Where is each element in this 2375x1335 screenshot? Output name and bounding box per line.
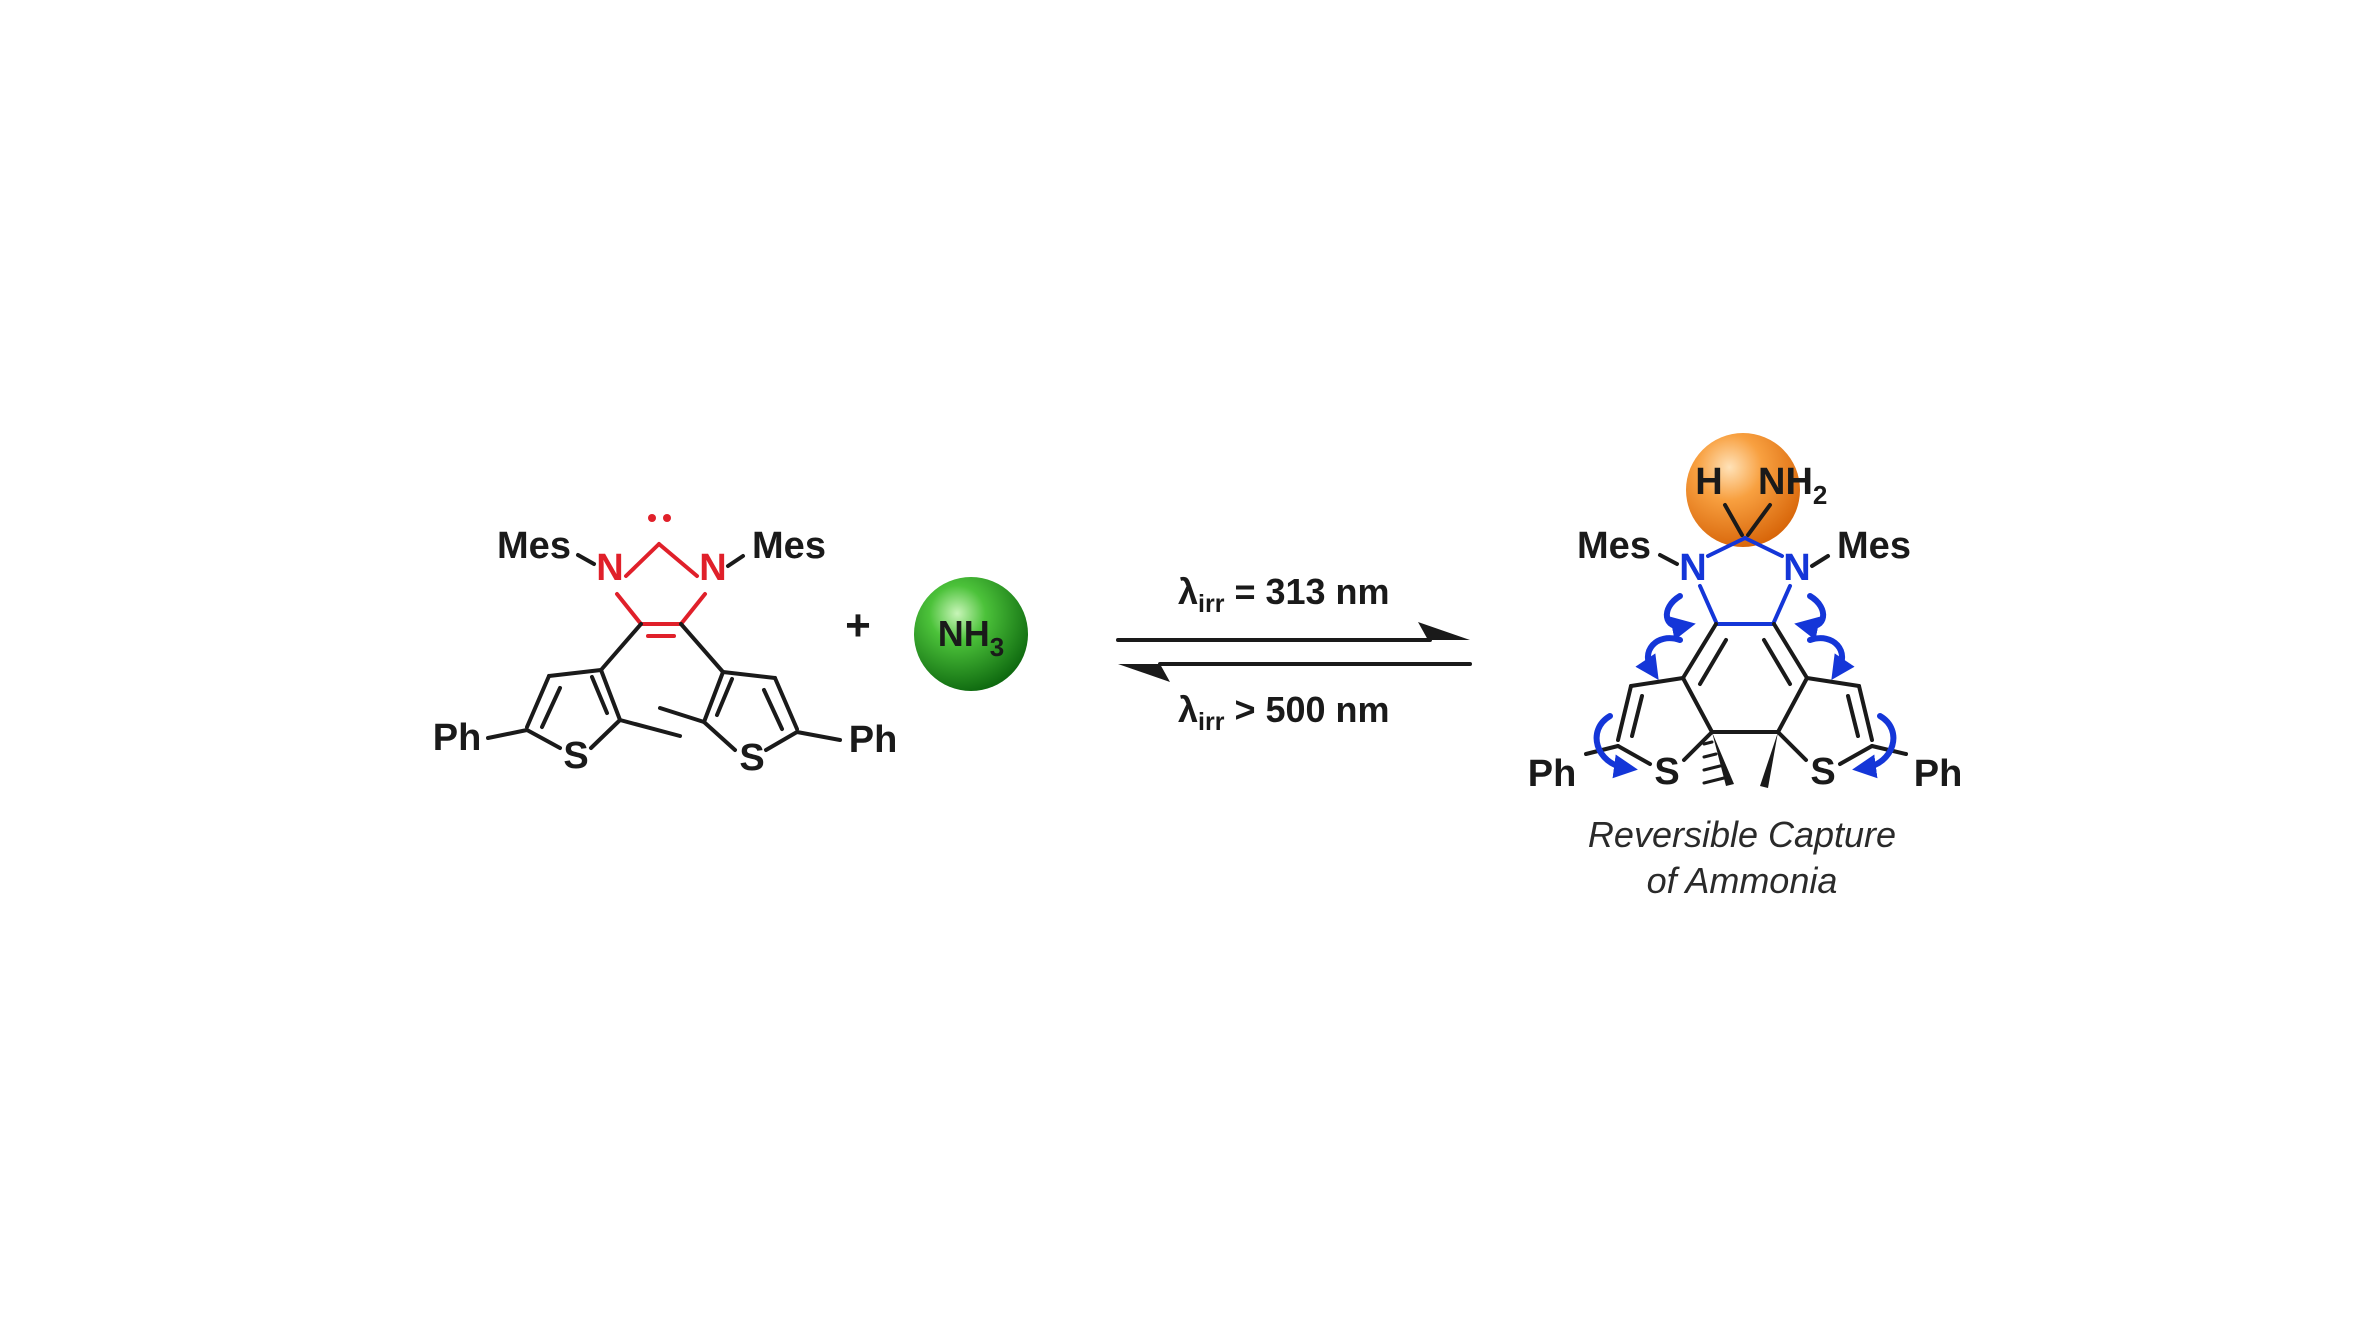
reverse-condition: λirr > 500 nm: [1178, 689, 1390, 736]
bond: [726, 554, 745, 568]
bond: [1838, 744, 1874, 766]
bond: [795, 730, 842, 742]
double-bond: [1698, 638, 1728, 686]
wedge-methyl: [1712, 732, 1734, 786]
bond: [547, 668, 603, 678]
ammonia-sphere: [914, 577, 1028, 691]
bond: [679, 592, 707, 626]
sulfur-right: S: [1810, 751, 1835, 793]
nitrogen-right: N: [1783, 547, 1810, 589]
nitrogen-left: N: [1679, 547, 1706, 589]
reverse-arrow-head: [1118, 664, 1170, 682]
double-bond: [762, 688, 784, 731]
bond: [1629, 676, 1685, 688]
sulfur-right: S: [739, 737, 764, 779]
bond: [1776, 676, 1809, 734]
bond: [1857, 684, 1874, 742]
curly-arrow: [1635, 635, 1683, 680]
bond: [1743, 536, 1784, 558]
mesityl-left: Mes: [1577, 525, 1651, 567]
plus-sign: +: [845, 601, 871, 650]
curly-arrow: [1794, 593, 1827, 641]
equilibrium-arrows: [1116, 622, 1472, 682]
double-bond: [715, 677, 734, 717]
caption-line-1: Reversible Capture: [1588, 814, 1896, 855]
bond: [702, 720, 737, 752]
bond: [589, 718, 622, 750]
amino-label: NH2: [1758, 461, 1827, 510]
bond: [1616, 744, 1652, 766]
bond: [764, 730, 799, 752]
bond: [1706, 536, 1747, 558]
curly-arrow: [1807, 635, 1855, 680]
hydrogen-label: H: [1695, 461, 1722, 503]
phenyl-right: Ph: [849, 719, 898, 761]
bond: [1616, 684, 1633, 742]
bond: [1698, 584, 1718, 624]
double-bond: [1762, 638, 1792, 686]
phenyl-left: Ph: [433, 717, 482, 759]
caption-line-2: of Ammonia: [1647, 860, 1838, 901]
mesityl-left: Mes: [497, 525, 571, 567]
bond: [773, 676, 799, 731]
wedge-methyl: [1760, 732, 1778, 788]
bond: [1682, 730, 1714, 762]
reactant-molecule: N N Mes Mes S Ph S Ph: [433, 514, 898, 779]
lone-pair-dot: [648, 514, 656, 522]
bond: [525, 674, 551, 729]
phenyl-right: Ph: [1914, 753, 1963, 795]
bond: [1810, 554, 1830, 568]
lone-pair-dot: [663, 514, 671, 522]
bond: [599, 622, 643, 672]
hashed-methyl: [1702, 740, 1726, 785]
mesityl-right: Mes: [752, 525, 826, 567]
bond: [525, 728, 562, 750]
bond: [1723, 503, 1744, 537]
bond: [1746, 503, 1772, 537]
bond: [576, 553, 596, 566]
bond: [1681, 622, 1718, 680]
nitrogen-left: N: [596, 547, 623, 589]
double-bond: [1630, 694, 1644, 738]
bond: [702, 670, 725, 724]
nitrogen-right: N: [699, 547, 726, 589]
bond: [1772, 622, 1809, 680]
methyl-bond: [618, 718, 682, 738]
bond: [657, 542, 699, 578]
ammonia-reagent: NH3: [914, 577, 1028, 691]
bond: [679, 622, 725, 674]
sulfur-left: S: [563, 735, 588, 777]
double-bond: [540, 686, 562, 729]
bond: [1681, 676, 1714, 734]
ammonia-label: NH3: [938, 613, 1004, 662]
bond: [1776, 730, 1808, 762]
bond: [721, 670, 777, 680]
bond: [599, 668, 622, 722]
mesityl-right: Mes: [1837, 525, 1911, 567]
bond: [615, 592, 643, 626]
bond: [1772, 584, 1792, 624]
double-bond: [590, 675, 609, 715]
forward-arrow-head: [1418, 622, 1470, 640]
curly-arrow: [1663, 593, 1696, 641]
bond: [486, 728, 529, 740]
double-bond: [1846, 694, 1860, 738]
curly-arrow: [1593, 713, 1638, 779]
curly-arrow: [1852, 713, 1897, 779]
phenyl-left: Ph: [1528, 753, 1577, 795]
sulfur-left: S: [1654, 751, 1679, 793]
bond: [1658, 553, 1679, 566]
methyl-bond: [658, 706, 706, 724]
adduct-sphere: [1686, 433, 1800, 547]
bond: [624, 542, 661, 578]
forward-condition: λirr = 313 nm: [1178, 571, 1390, 618]
bond: [1805, 676, 1861, 688]
product-molecule: H NH2 N N Mes Mes S Ph: [1528, 433, 1963, 795]
